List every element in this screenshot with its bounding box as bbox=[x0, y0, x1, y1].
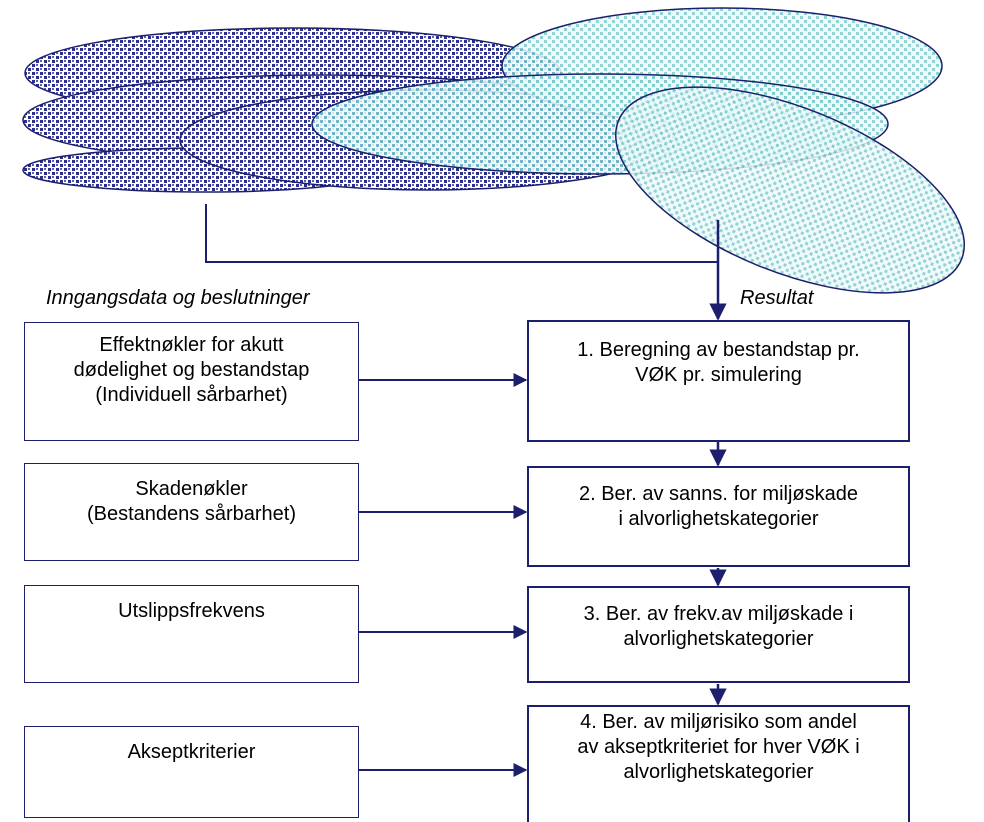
input-1-line-2: dødelighet og bestandstap bbox=[73, 359, 310, 381]
input-3-line-1: Utslippsfrekvens bbox=[118, 600, 265, 622]
input-box-release-frequency: Utslippsfrekvens bbox=[24, 585, 359, 683]
inputs-header: Inngangsdata og beslutninger bbox=[46, 287, 310, 309]
input-box-acceptance-criteria: Akseptkriterier bbox=[24, 726, 359, 818]
result-1-line-2: VØK pr. simulering bbox=[635, 364, 802, 386]
result-box-population-loss: 1. Beregning av bestandstap pr. VØK pr. … bbox=[527, 320, 910, 442]
input-1-line-3: (Individuell sårbarhet) bbox=[95, 384, 288, 406]
input-box-damage-keys: Skadenøkler (Bestandens sårbarhet) bbox=[24, 463, 359, 561]
input-2-line-2: (Bestandens sårbarhet) bbox=[86, 503, 296, 525]
result-2-line-1: 2. Ber. av sanns. for miljøskade bbox=[578, 483, 858, 505]
result-box-environmental-risk: 4. Ber. av miljørisiko som andel av akse… bbox=[527, 705, 910, 822]
result-4-line-3: alvorlighetskategorier bbox=[623, 761, 814, 783]
result-4-line-2: av akseptkriteriet for hver VØK i bbox=[577, 736, 860, 758]
input-4-line-1: Akseptkriterier bbox=[127, 741, 256, 763]
connector-ellipses-to-result bbox=[205, 204, 718, 263]
ellipse-cluster bbox=[22, 7, 966, 294]
input-1-line-1: Effektnøkler for akutt bbox=[99, 334, 284, 356]
ellipse-teal-3 bbox=[614, 86, 966, 294]
result-4-line-1: 4. Ber. av miljørisiko som andel bbox=[580, 711, 857, 733]
result-2-line-2: i alvorlighetskategorier bbox=[618, 508, 819, 530]
result-1-line-1: 1. Beregning av bestandstap pr. bbox=[577, 339, 860, 361]
results-header: Resultat bbox=[740, 287, 814, 309]
input-box-effect-keys: Effektnøkler for akutt dødelighet og bes… bbox=[24, 322, 359, 441]
input-2-line-1: Skadenøkler bbox=[135, 478, 248, 500]
result-box-damage-frequency: 3. Ber. av frekv.av miljøskade i alvorli… bbox=[527, 586, 910, 683]
result-box-damage-probability: 2. Ber. av sanns. for miljøskade i alvor… bbox=[527, 466, 910, 567]
result-3-line-1: 3. Ber. av frekv.av miljøskade i bbox=[583, 603, 854, 625]
result-3-line-2: alvorlighetskategorier bbox=[623, 628, 814, 650]
